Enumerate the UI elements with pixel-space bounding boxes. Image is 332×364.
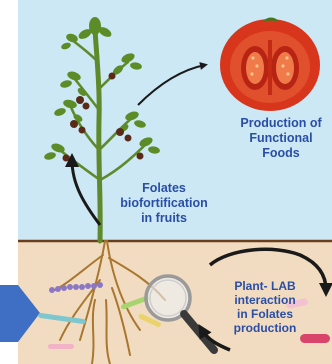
plant-lab-label: Plant- LAB interaction in Folates produc… [222,279,308,336]
biofortification-line-2: biofortification [98,196,230,211]
functional-foods-line-3: Foods [226,146,332,161]
plant-lab-line-2: interaction [222,293,308,307]
functional-foods-label: Production of Functional Foods [226,116,332,160]
plant-lab-line-4: production [222,321,308,335]
biofortification-line-1: Folates [98,181,230,196]
biofortification-line-3: in fruits [98,211,230,226]
functional-foods-line-2: Functional [226,131,332,146]
functional-foods-line-1: Production of [226,116,332,131]
plant-lab-line-1: Plant- LAB [222,279,308,293]
plant-lab-line-3: in Folates [222,307,308,321]
biofortification-label: Folates biofortification in fruits [98,181,230,225]
